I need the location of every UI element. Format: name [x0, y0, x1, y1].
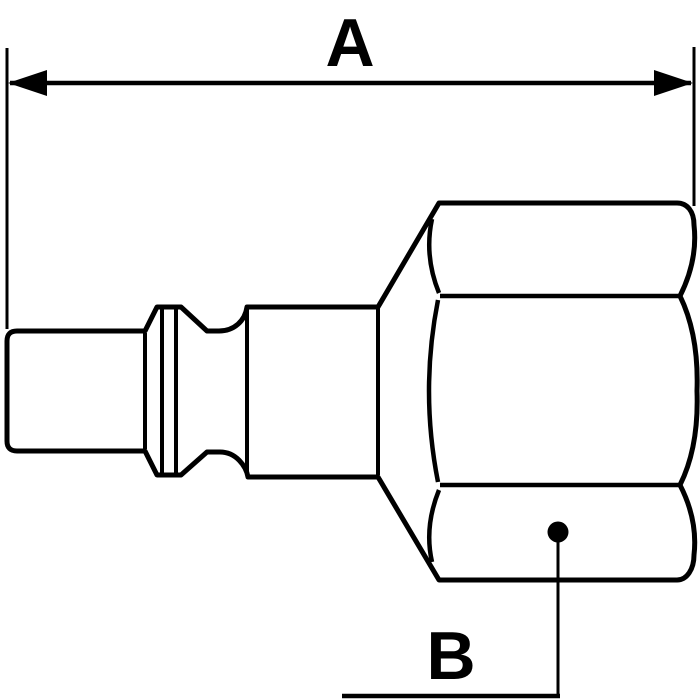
hex-chamfer-arc-middle-left [426, 299, 441, 483]
part-silhouette [4, 200, 700, 583]
dim-a-label: A [325, 5, 374, 81]
hex-chamfer-arc-top-left [426, 218, 442, 294]
dim-b-label: B [426, 618, 475, 694]
callout-b: B [342, 521, 569, 699]
leader-dot [547, 521, 569, 543]
dimension-a: A [5, 5, 696, 329]
hex-chamfer-arc-bottom-left [426, 489, 442, 563]
dim-a-arrowhead-left-icon [8, 70, 47, 96]
dim-a-arrowhead-right-icon [654, 70, 693, 96]
coupling-part [4, 200, 700, 583]
